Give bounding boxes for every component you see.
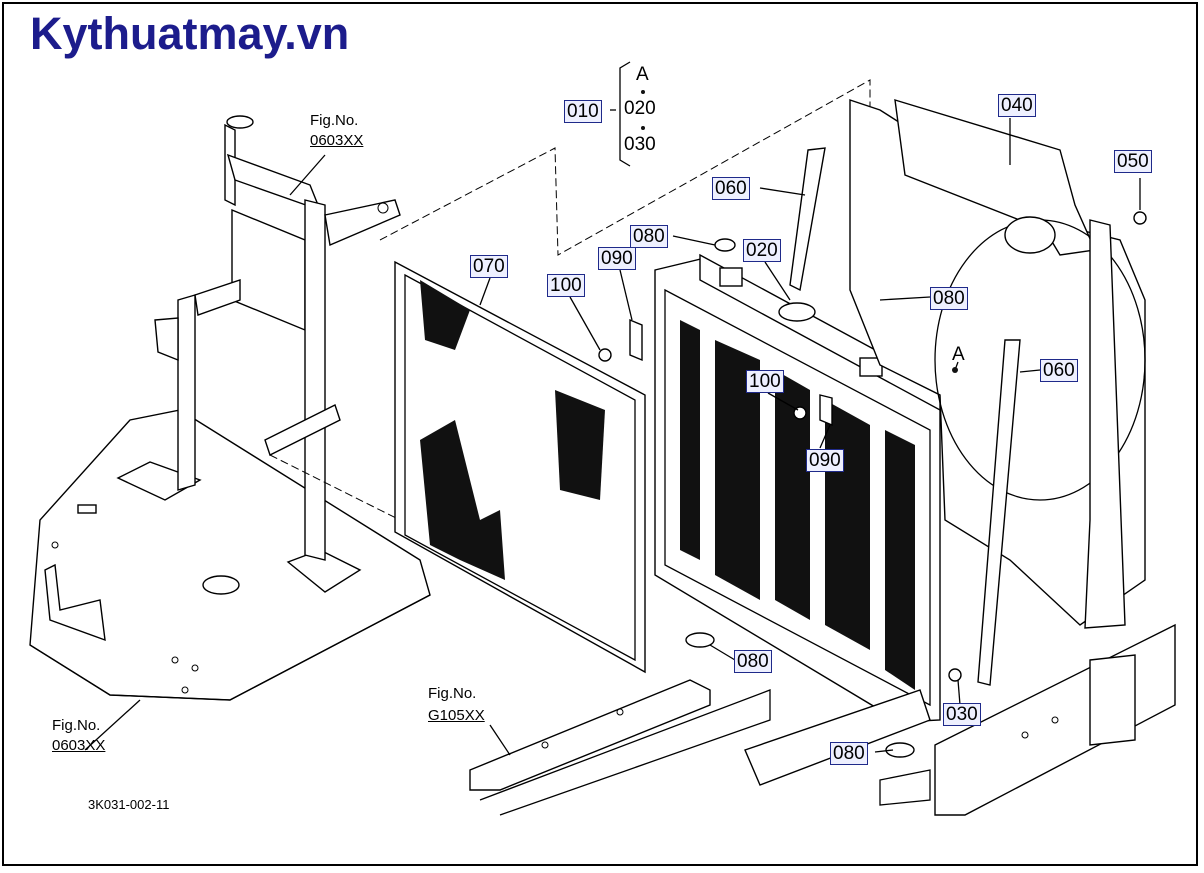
- callout-050[interactable]: 050: [1114, 150, 1152, 173]
- fig-ref-title-2: Fig.No.: [52, 717, 101, 734]
- callout-080-right[interactable]: 080: [930, 287, 968, 310]
- callout-080-lower[interactable]: 080: [830, 742, 868, 765]
- callout-100-right[interactable]: 100: [746, 370, 784, 393]
- fan-shroud: [849, 99, 1147, 629]
- callout-100-left[interactable]: 100: [547, 274, 585, 297]
- mesh-screen: [394, 260, 646, 674]
- lower-frame: [469, 623, 1176, 816]
- callout-060-right[interactable]: 060: [1040, 359, 1078, 382]
- seal-strips: [789, 147, 1021, 686]
- callout-080-top[interactable]: 080: [630, 225, 668, 248]
- callout-010[interactable]: 010: [564, 100, 602, 123]
- callout-070[interactable]: 070: [470, 255, 508, 278]
- fig-ref-code-1[interactable]: 0603XX: [310, 132, 364, 149]
- phantom-lines: [269, 79, 871, 521]
- callout-030[interactable]: 030: [943, 703, 981, 726]
- group-item-030: 030: [624, 134, 656, 155]
- floor-plate: [29, 409, 431, 701]
- brackets: [598, 318, 833, 427]
- watermark-logo: Kythuatmay.vn: [30, 8, 350, 59]
- support-column: [154, 115, 401, 561]
- radiator: [654, 238, 962, 758]
- callout-090-bottom[interactable]: 090: [806, 449, 844, 472]
- group-brace: [619, 61, 958, 373]
- point-marker-a: A: [952, 344, 965, 365]
- callout-020[interactable]: 020: [743, 239, 781, 262]
- callout-080-bottom[interactable]: 080: [734, 650, 772, 673]
- callout-090-top[interactable]: 090: [598, 247, 636, 270]
- drawing-number: 3K031-002-11: [88, 797, 170, 812]
- fig-ref-code-2[interactable]: 0603XX: [52, 737, 106, 754]
- callout-040[interactable]: 040: [998, 94, 1036, 117]
- callout-060-top[interactable]: 060: [712, 177, 750, 200]
- fig-ref-code-3[interactable]: G105XX: [428, 707, 485, 724]
- group-item-020: 020: [624, 98, 656, 119]
- leader-lines: [84, 109, 1141, 756]
- fig-ref-title-3: Fig.No.: [428, 685, 477, 702]
- group-item-a: A: [636, 64, 649, 85]
- fig-ref-title-1: Fig.No.: [310, 112, 359, 129]
